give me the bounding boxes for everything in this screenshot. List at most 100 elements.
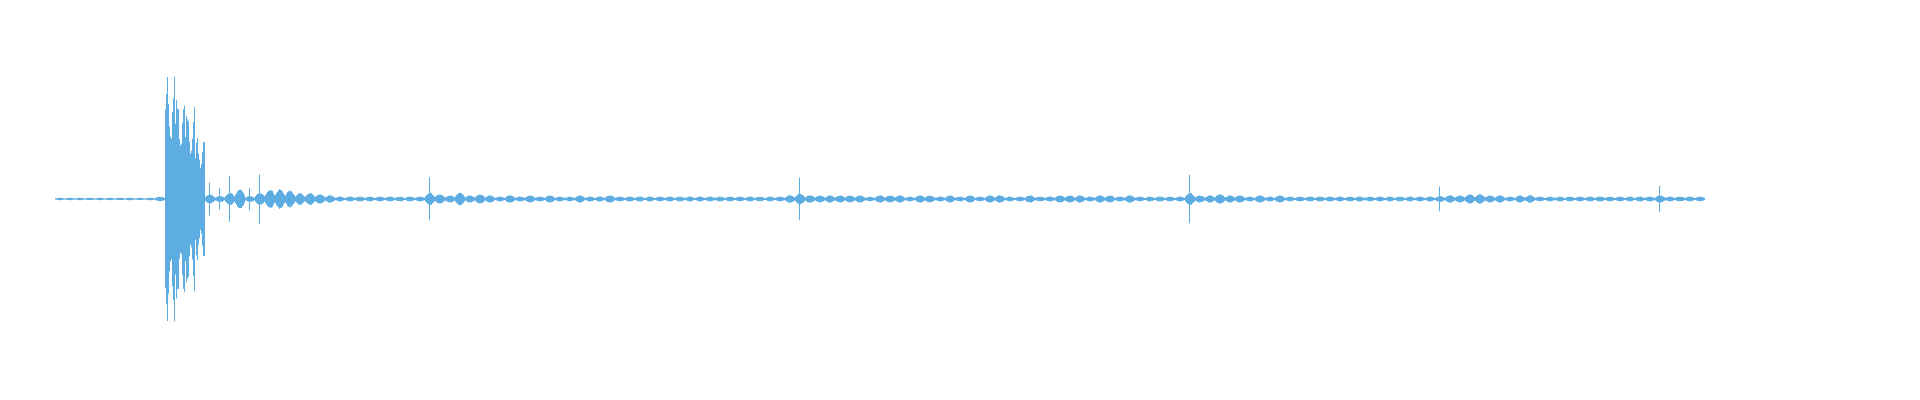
waveform-segment [1645, 196, 1655, 202]
waveform-segment [425, 177, 435, 221]
waveform-segment [535, 196, 545, 202]
waveform-segment [815, 195, 825, 203]
waveform-segment [1215, 194, 1225, 204]
waveform-segment [1465, 194, 1475, 204]
waveform-segment [1545, 196, 1555, 202]
waveform-segment [885, 195, 895, 203]
waveform-segment [1495, 195, 1505, 203]
waveform-segment [1365, 196, 1375, 202]
waveform-segment [415, 196, 425, 202]
waveform-segment [235, 189, 245, 209]
waveform-segment [135, 197, 145, 201]
waveform-segment [295, 193, 305, 205]
waveform-segment [925, 195, 935, 203]
waveform-segment [1685, 196, 1695, 202]
waveform-segment [1675, 196, 1685, 202]
waveform-segment [365, 196, 375, 202]
waveform-segment [395, 196, 405, 202]
waveform-segment [225, 176, 235, 222]
waveform-segment [335, 196, 345, 202]
waveform-segment [265, 190, 275, 208]
waveform-segment [725, 196, 735, 202]
waveform-segment [495, 196, 505, 202]
waveform-segment [1585, 196, 1595, 202]
waveform-segment [645, 196, 655, 202]
waveform-segment [505, 195, 515, 203]
waveform-segment [525, 195, 535, 203]
waveform-segment [775, 196, 785, 202]
waveform-segment [1655, 186, 1665, 212]
waveform-segment [1305, 196, 1315, 202]
waveform-segment [1415, 196, 1425, 202]
waveform-segment [995, 195, 1005, 203]
waveform-segment [705, 196, 715, 202]
waveform-segment [1635, 196, 1645, 202]
waveform-segment [475, 194, 485, 204]
waveform-segment [1155, 196, 1165, 202]
waveform-segment [1425, 196, 1435, 202]
waveform-segment [115, 197, 125, 201]
waveform-segment [1355, 196, 1365, 202]
waveform-segment [255, 174, 265, 224]
waveform-segment [1095, 195, 1105, 203]
waveform-segment [615, 196, 625, 202]
waveform-segment [865, 196, 875, 202]
waveform-segment [205, 182, 215, 216]
waveform-segment [785, 195, 795, 203]
waveform-segment [565, 196, 575, 202]
waveform-segment [435, 194, 445, 204]
waveform-segment [1015, 196, 1025, 202]
waveform-segment [1145, 196, 1155, 202]
waveform-segment [545, 195, 555, 203]
waveform-segment [965, 195, 975, 203]
waveform-segment [1325, 196, 1335, 202]
waveform-segment [795, 177, 805, 221]
waveform-segment [155, 196, 165, 202]
waveform-segment [585, 196, 595, 202]
waveform-segment [1195, 195, 1205, 203]
waveform-segment [1555, 196, 1565, 202]
waveform-segment [1535, 196, 1545, 202]
waveform-segment [1085, 196, 1095, 202]
waveform-segment [1245, 196, 1255, 202]
waveform-segment [1615, 196, 1625, 202]
waveform-segment [605, 195, 615, 203]
waveform-segment [75, 197, 85, 201]
waveform-segment [1475, 194, 1485, 204]
waveform-segment [1375, 196, 1385, 202]
waveform-segment [1695, 196, 1705, 202]
waveform-segment [675, 196, 685, 202]
waveform-segment [945, 195, 955, 203]
waveform-segment [1135, 196, 1145, 202]
waveform-segment [695, 196, 705, 202]
waveform-segment [835, 195, 845, 203]
waveform-segment [145, 197, 155, 201]
waveform-segment [555, 196, 565, 202]
waveform-segment [1055, 195, 1065, 203]
waveform-segment [985, 195, 995, 203]
waveform-segment [1335, 196, 1345, 202]
waveform-segment [245, 187, 255, 211]
waveform-segment [575, 195, 585, 203]
waveform-segment [805, 195, 815, 203]
waveform-segment [625, 196, 635, 202]
waveform-segment [1025, 195, 1035, 203]
waveform-segment [185, 107, 195, 291]
waveform-segment [845, 195, 855, 203]
waveform-segment [1285, 196, 1295, 202]
waveform-segment [195, 137, 205, 261]
waveform-segment [165, 76, 175, 322]
waveform-segment [55, 197, 65, 201]
waveform-segment [1265, 196, 1275, 202]
waveform-segment [175, 99, 185, 299]
waveform-segment [655, 196, 665, 202]
waveform-segment [1225, 195, 1235, 203]
waveform-segment [825, 195, 835, 203]
waveform-segment [1255, 195, 1265, 203]
waveform-segment [1075, 195, 1085, 203]
waveform-segment [685, 196, 695, 202]
waveform-segment [1065, 195, 1075, 203]
waveform-segment [975, 196, 985, 202]
waveform-segment [465, 195, 475, 203]
